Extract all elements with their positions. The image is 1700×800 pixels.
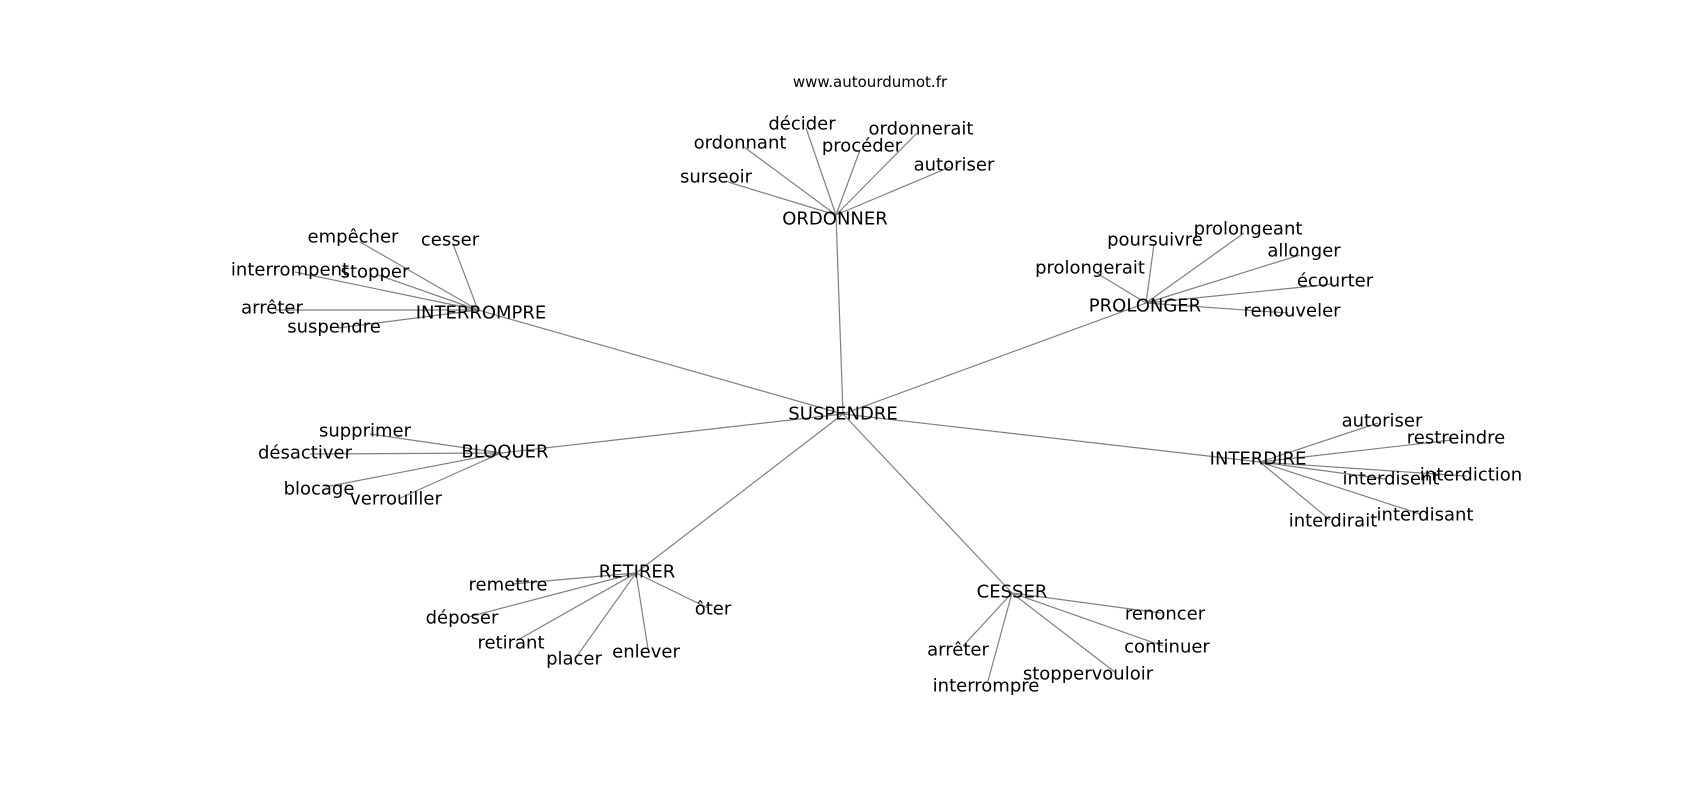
leaf-node-label: renouveler	[1243, 301, 1341, 322]
edge-center-to-hub	[842, 413, 1261, 463]
leaf-node-label: décider	[768, 114, 836, 135]
leaf-node-label: enlever	[612, 642, 680, 663]
leaf-node-label: allonger	[1267, 241, 1341, 262]
edge-hub-to-leaf	[1259, 461, 1421, 515]
leaf-node-label: renoncer	[1125, 604, 1206, 625]
hub-node-label: RETIRER	[599, 562, 676, 583]
leaf-node-label: interdiction	[1420, 465, 1522, 486]
edge-hub-to-leaf	[1259, 461, 1386, 480]
edge-hub-to-leaf	[1011, 592, 1117, 674]
leaf-node-label: arrêter	[927, 640, 989, 661]
leaf-node-label: supprimer	[319, 421, 412, 442]
leaf-node-label: empêcher	[308, 227, 399, 248]
edge-hub-to-leaf	[1259, 422, 1379, 463]
edge-hub-to-leaf	[324, 452, 502, 488]
hub-node-label: BLOQUER	[461, 442, 548, 463]
edge-hub-to-leaf	[1011, 592, 1164, 647]
edge-hub-to-leaf	[576, 572, 637, 657]
watermark: www.autourdumot.fr	[793, 73, 948, 91]
edge-hub-to-leaf	[1145, 254, 1301, 304]
leaf-node-label: stoppervouloir	[1023, 664, 1154, 685]
leaf-node-label: suspendre	[287, 317, 381, 338]
edge-hub-to-leaf	[1259, 461, 1467, 477]
leaf-node-label: surseoir	[680, 167, 753, 188]
edge-layer	[275, 127, 1467, 682]
edge-hub-to-leaf	[1145, 243, 1155, 304]
edge-center-to-hub	[835, 214, 844, 415]
edge-hub-to-leaf	[511, 572, 637, 585]
edge-center-to-hub	[477, 309, 844, 415]
leaf-node-label: retirant	[477, 633, 544, 654]
label-layer: SUSPENDRE ORDONNER décider ordonnerait ordon…	[231, 114, 1522, 697]
hub-node-label: ORDONNER	[782, 209, 888, 230]
leaf-node-label: ôter	[695, 599, 732, 620]
leaf-node-label: interdirait	[1289, 511, 1378, 532]
hub-node-label: INTERROMPRE	[416, 303, 547, 324]
edge-hub-to-leaf	[1094, 271, 1147, 304]
edge-hub-to-leaf	[835, 166, 951, 216]
edge-hub-to-leaf	[467, 572, 637, 618]
edge-hub-to-leaf	[635, 572, 709, 609]
leaf-node-label: placer	[546, 649, 602, 670]
leaf-node-label: continuer	[1124, 637, 1210, 658]
edge-hub-to-leaf	[397, 452, 502, 500]
edge-hub-to-leaf	[1145, 283, 1334, 304]
leaf-node-label: interrompre	[933, 676, 1040, 697]
edge-center-to-hub	[842, 302, 1147, 415]
leaf-node-label: restreindre	[1407, 428, 1506, 449]
edge-hub-to-leaf	[987, 592, 1013, 682]
hub-node-label: INTERDIRE	[1210, 449, 1307, 470]
edge-hub-to-leaf	[805, 127, 837, 216]
edge-hub-to-leaf	[962, 592, 1013, 647]
leaf-node-label: remettre	[469, 575, 548, 596]
leaf-node-label: interrompent	[231, 260, 349, 281]
edge-hub-to-leaf	[515, 572, 637, 642]
edge-hub-to-leaf	[1145, 232, 1245, 304]
leaf-node-label: autoriser	[914, 155, 995, 176]
edge-hub-to-leaf	[1145, 302, 1289, 314]
leaf-node-label: cesser	[421, 230, 480, 251]
edge-hub-to-leaf	[1011, 592, 1162, 614]
edge-hub-to-leaf	[635, 572, 649, 650]
leaf-node-label: prolongeant	[1194, 219, 1303, 240]
edge-hub-to-leaf	[309, 452, 502, 455]
leaf-node-label: arrêter	[241, 298, 303, 319]
edge-hub-to-leaf	[294, 271, 479, 311]
edge-center-to-hub	[635, 413, 844, 574]
leaf-node-label: procéder	[822, 136, 903, 157]
edge-hub-to-leaf	[377, 274, 479, 311]
center-node-label: SUSPENDRE	[788, 404, 897, 425]
leaf-node-label: autoriser	[1342, 411, 1423, 432]
leaf-node-label: déposer	[426, 608, 499, 629]
leaf-node-label: interdisent	[1343, 469, 1440, 490]
edge-center-to-hub	[500, 413, 844, 454]
hub-node-label: CESSER	[977, 582, 1048, 603]
edge-hub-to-leaf	[727, 181, 837, 216]
edge-hub-to-leaf	[452, 243, 479, 311]
leaf-node-label: poursuivre	[1107, 230, 1203, 251]
leaf-node-label: prolongerait	[1035, 258, 1145, 279]
leaf-node-label: ordonnant	[694, 133, 787, 154]
hub-node-label: PROLONGER	[1089, 296, 1201, 317]
edge-hub-to-leaf	[835, 149, 861, 216]
edge-hub-to-leaf	[1259, 461, 1331, 521]
edge-hub-to-leaf	[1259, 439, 1453, 463]
leaf-node-label: ordonnerait	[869, 119, 974, 140]
leaf-node-label: écourter	[1297, 271, 1374, 292]
leaf-node-label: verrouiller	[350, 489, 442, 510]
edge-center-to-hub	[842, 413, 1013, 594]
leaf-node-label: désactiver	[258, 443, 353, 464]
edge-hub-to-leaf	[337, 309, 479, 329]
edge-hub-to-leaf	[369, 433, 502, 454]
leaf-node-label: blocage	[284, 479, 355, 500]
edge-hub-to-leaf	[359, 241, 479, 311]
leaf-node-label: stopper	[341, 262, 410, 283]
edge-hub-to-leaf	[835, 132, 918, 216]
edge-hub-to-leaf	[743, 146, 837, 216]
leaf-node-label: interdisant	[1377, 505, 1474, 526]
